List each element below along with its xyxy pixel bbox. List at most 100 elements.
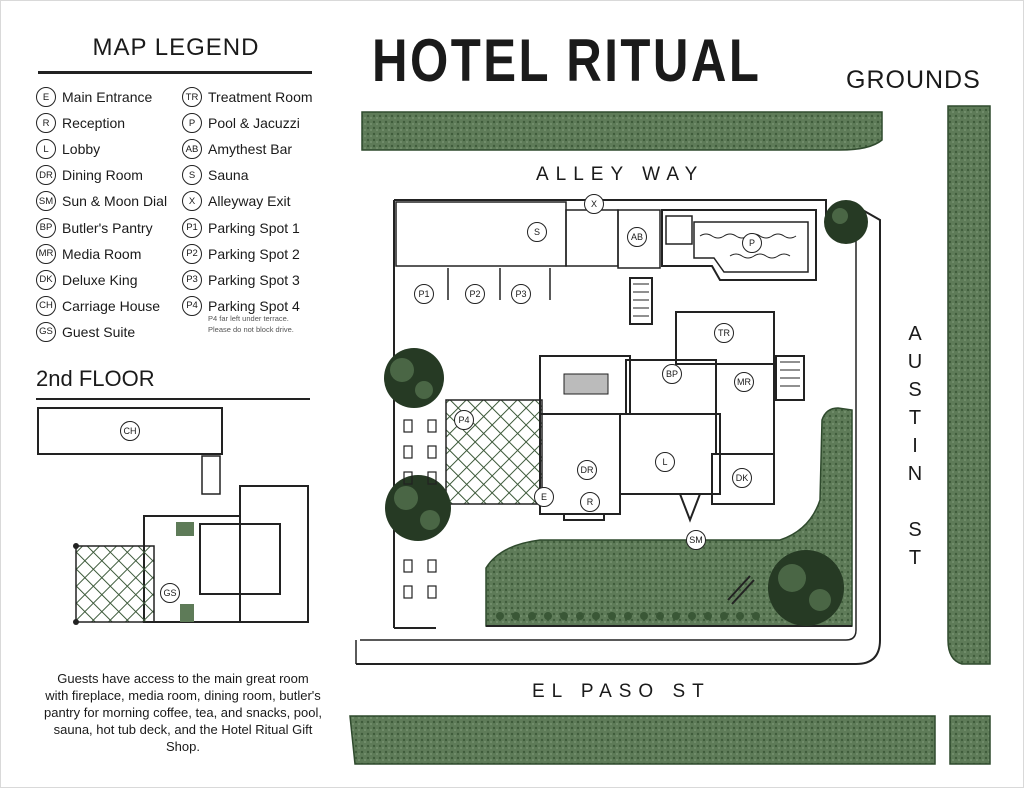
map-marker-dr: DR	[577, 460, 597, 480]
legend-label: Parking Spot 4	[208, 297, 300, 314]
legend-label: Parking Spot 2	[208, 245, 300, 262]
legend-badge: MR	[36, 243, 56, 264]
second-floor-terrace	[75, 545, 155, 623]
map-marker-p2: P2	[465, 284, 485, 304]
legend-item-mr: MR Media Room	[36, 241, 167, 267]
second-floor-carriage-house	[37, 407, 223, 455]
legend-label: Amythest Bar	[208, 141, 293, 158]
street-letter: N	[907, 463, 923, 485]
legend-note-line-1: P4 far left under terrace.	[208, 314, 289, 323]
street-letter: U	[907, 351, 923, 373]
legend-divider	[38, 71, 312, 74]
legend-badge: P4	[182, 295, 202, 316]
legend-item-bp: BP Butler's Pantry	[36, 214, 167, 240]
map-marker-gs: GS	[160, 583, 180, 603]
map-marker-p1: P1	[414, 284, 434, 304]
legend-label: Guest Suite	[62, 323, 136, 340]
map-marker-l: L	[655, 452, 675, 472]
guest-access-description: Guests have access to the main great roo…	[44, 671, 322, 754]
legend-label: Sun & Moon Dial	[62, 193, 168, 210]
grass-strip-top	[361, 111, 883, 151]
map-marker-bp: BP	[662, 364, 682, 384]
legend-note-line-2: Please do not block drive.	[208, 325, 294, 334]
legend-item-tr: TR Treatment Room	[182, 84, 313, 110]
street-letter: T	[908, 547, 922, 569]
pool	[693, 221, 809, 273]
pool-deck	[661, 209, 817, 281]
main-house	[539, 277, 805, 523]
legend-badge: CH	[36, 295, 56, 316]
grass-strip-bottom	[349, 715, 936, 765]
map-marker-x: X	[584, 194, 604, 214]
left-path-stones	[403, 419, 437, 599]
map-marker-mr: MR	[734, 372, 754, 392]
legend-badge: DR	[36, 165, 56, 186]
legend-badge: P	[182, 113, 202, 134]
legend-label: Reception	[62, 115, 126, 132]
legend-badge: X	[182, 191, 202, 212]
legend-note: P4 far left under terrace. Please do not…	[208, 313, 294, 335]
map-marker-s: S	[527, 222, 547, 242]
jacuzzi	[665, 215, 693, 245]
amethyst-bar-building	[617, 209, 661, 269]
tree-left-top	[384, 348, 444, 408]
legend-label: Butler's Pantry	[62, 219, 153, 236]
tree-left-bottom	[385, 475, 451, 541]
legend-label: Parking Spot 1	[208, 219, 300, 236]
tree-top-right	[824, 200, 868, 244]
second-floor-title: 2nd FLOOR	[36, 366, 155, 391]
legend-badge: SM	[36, 191, 56, 212]
parking-dividers	[447, 268, 551, 300]
map-marker-ab: AB	[627, 227, 647, 247]
legend-badge: P3	[182, 269, 202, 290]
legend-item-ab: AB Amythest Bar	[182, 136, 313, 162]
legend-badge: P2	[182, 243, 202, 264]
street-letter: S	[908, 519, 922, 541]
street-letter: A	[908, 323, 922, 345]
legend-item-x: X Alleyway Exit	[182, 188, 313, 214]
legend-badge: TR	[182, 87, 202, 108]
legend-label: Media Room	[62, 245, 142, 262]
legend-badge: AB	[182, 139, 202, 160]
map-marker-ch: CH	[120, 421, 140, 441]
map-marker-p4: P4	[454, 410, 474, 430]
grounds-subtitle: GROUNDS	[846, 66, 981, 94]
map-marker-sm: SM	[686, 530, 706, 550]
legend-badge: BP	[36, 217, 56, 238]
legend-title: MAP LEGEND	[92, 34, 260, 61]
map-marker-e: E	[534, 487, 554, 507]
map-marker-tr: TR	[714, 323, 734, 343]
grass-strip-right	[947, 105, 991, 665]
tree-right	[768, 550, 844, 626]
bench	[727, 575, 755, 605]
map-marker-dk: DK	[732, 468, 752, 488]
legend-label: Carriage House	[62, 297, 161, 314]
street-letter: T	[908, 407, 922, 429]
hotel-title: HOTEL RITUAL	[372, 27, 762, 94]
sidewalk-corner	[356, 203, 881, 665]
legend-item-p2: P2 Parking Spot 2	[182, 241, 313, 267]
legend-label: Alleyway Exit	[208, 193, 291, 210]
street-label-alley-way: ALLEY WAY	[536, 164, 705, 185]
map-marker-p3: P3	[511, 284, 531, 304]
legend-label: Lobby	[62, 141, 101, 158]
legend-badge: S	[182, 165, 202, 186]
hedge-row	[496, 612, 760, 620]
legend-label: Treatment Room	[208, 89, 313, 106]
lawn-front	[485, 407, 853, 627]
legend-item-sm: SM Sun & Moon Dial	[36, 188, 167, 214]
legend-badge: E	[36, 87, 56, 108]
legend-label: Dining Room	[62, 167, 143, 184]
legend-label: Deluxe King	[62, 271, 138, 288]
map-marker-r: R	[580, 492, 600, 512]
legend-item-p4: P4 Parking Spot 4	[182, 293, 313, 319]
